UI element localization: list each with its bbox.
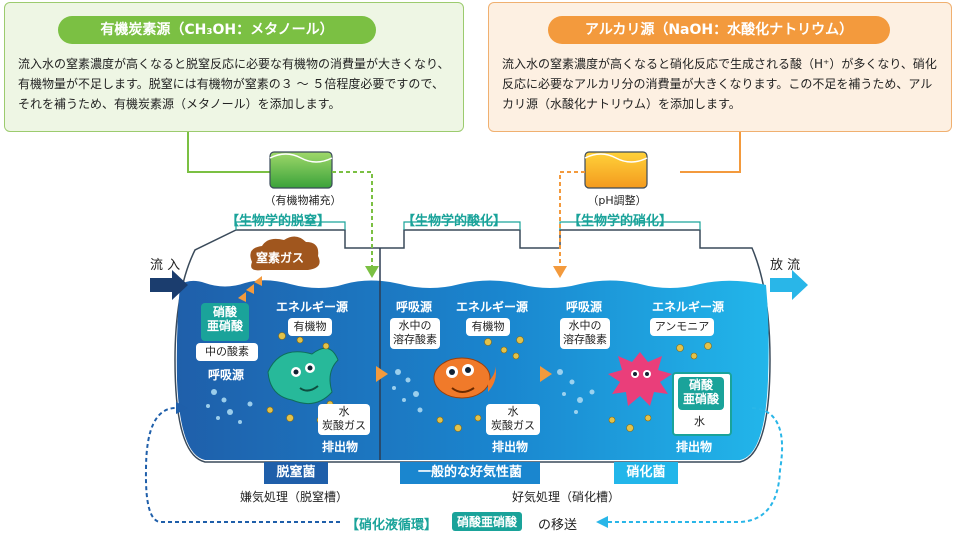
denit-bacteria-label: 脱窒菌: [264, 462, 328, 484]
outflow-label: 放 流: [770, 258, 801, 273]
nitr-waste-label: 排出物: [676, 440, 713, 454]
denit-waste-box: 水 炭酸ガス: [318, 404, 370, 435]
nitr-nitrate-badge: 硝酸 亜硝酸: [678, 377, 724, 410]
denit-organic-label: 有機物: [288, 318, 332, 336]
nitr-energy-label: エネルギー源: [652, 300, 725, 314]
methanol-tank-label: （有機物補充）: [264, 194, 342, 207]
right-connector-line: [680, 128, 741, 173]
recycle-line-right: [608, 407, 784, 523]
section-nitrification: 【生物学的硝化】: [568, 214, 673, 229]
nitr-respiration-label: 呼吸源: [566, 300, 603, 314]
nitr-bacteria-label: 硝化菌: [614, 462, 678, 484]
oxid-energy-label: エネルギー源: [456, 300, 529, 314]
anaerobic-process-label: 嫌気処理（脱窒槽）: [240, 490, 349, 504]
oxid-waste-label: 排出物: [492, 440, 529, 454]
denit-waste-label: 排出物: [322, 440, 359, 454]
aerobic-process-label: 好気処理（硝化槽）: [512, 490, 621, 504]
section-oxidation: 【生物学的酸化】: [402, 214, 507, 229]
naoh-description: 流入水の窒素濃度が高くなると硝化反応で生成される酸（H⁺）が多くなり、硝化反応に…: [502, 57, 937, 111]
methanol-tank: [269, 151, 333, 189]
oxid-waste-box: 水 炭酸ガス: [486, 404, 540, 435]
denit-oxygen-label: 中の酸素: [196, 343, 258, 361]
nitr-ammonia-label: アンモニア: [650, 318, 714, 336]
naoh-tank: [584, 151, 648, 189]
inflow-arrow: [150, 270, 188, 300]
denit-energy-label: エネルギー源: [276, 300, 349, 314]
naoh-tank-label: （pH調整）: [587, 194, 647, 207]
denit-respiration-label: 呼吸源: [208, 368, 245, 382]
methanol-description: 流入水の窒素濃度が高くなると脱窒反応に必要な有機物の消費量が大きくなり、有機物量…: [18, 57, 450, 111]
denitrifying-bacterium: [267, 347, 339, 405]
nitr-dissolved-oxygen: 水中の 溶存酸素: [560, 318, 610, 349]
recycle-suffix: の移送: [538, 518, 578, 533]
nitrogen-gas-label: 窒素ガス: [256, 251, 305, 265]
recycle-badge: 硝酸亜硝酸: [452, 512, 523, 531]
aerobic-bacteria-label: 一般的な好気性菌: [400, 462, 540, 484]
recycle-line-left: [144, 407, 340, 523]
methanol-title: 有機炭素源（CH₃OH：メタノール）: [58, 16, 376, 44]
nitrogen-gas-cloud: [250, 236, 320, 271]
oxid-dissolved-oxygen: 水中の 溶存酸素: [390, 318, 440, 349]
section-denitrification: 【生物学的脱窒】: [226, 214, 331, 229]
nitr-water-label: 水: [694, 415, 705, 428]
naoh-title: アルカリ源（NaOH：水酸化ナトリウム）: [548, 16, 890, 44]
oxid-organic-label: 有機物: [466, 318, 510, 336]
outflow-arrow: [770, 270, 808, 300]
nitrifying-bacterium: [608, 352, 672, 406]
recycle-label: 【硝化液循環】: [346, 518, 438, 533]
inflow-label: 流 入: [150, 258, 181, 273]
denit-nitrate-badge: 硝酸 亜硝酸: [201, 303, 249, 341]
left-connector-line: [187, 128, 270, 173]
naoh-dose-line: [559, 171, 585, 268]
oxid-respiration-label: 呼吸源: [396, 300, 433, 314]
aerobic-bacterium: [433, 357, 496, 399]
